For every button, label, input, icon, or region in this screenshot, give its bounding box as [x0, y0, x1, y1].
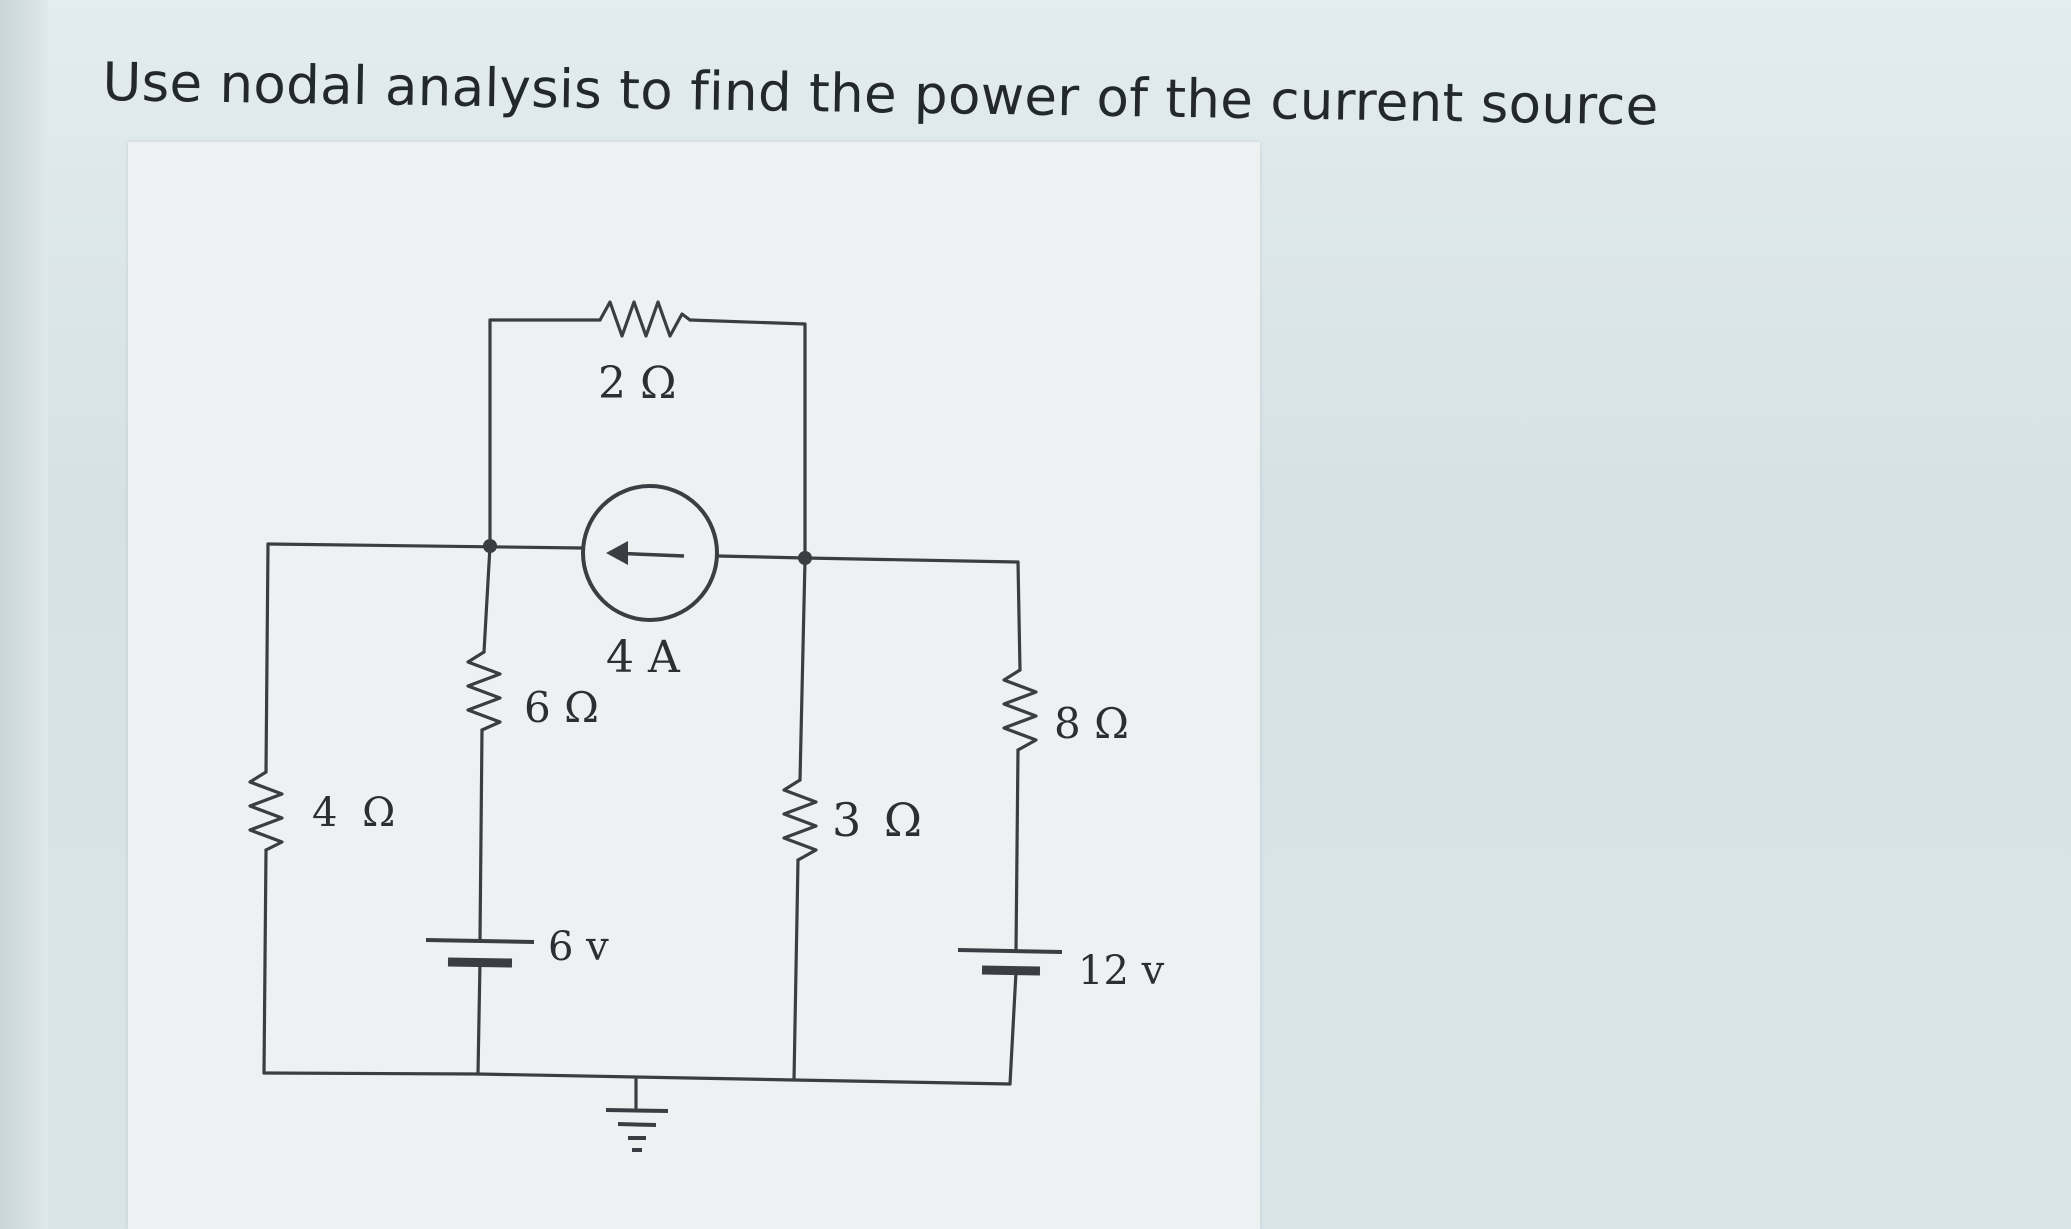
label-2-ohm: 2 Ω: [598, 358, 676, 409]
wire-8-bottom: [1008, 970, 1018, 1086]
label-4A: 4 A: [606, 632, 681, 683]
junction-dots: [483, 539, 812, 565]
wire-left-top: [264, 542, 270, 774]
label-6-ohm: 6 Ω: [524, 683, 599, 732]
wire-top-loop-right: [688, 318, 807, 562]
current-source-4A: [581, 484, 719, 622]
diagram-panel: [128, 142, 1260, 1229]
wire-8-mid: [1014, 748, 1020, 952]
wire-8-top: [1016, 560, 1022, 672]
wire-6-top: [482, 544, 492, 654]
junction-right: [798, 551, 812, 565]
label-3-ohm: 3 Ω: [832, 793, 926, 847]
battery-6v: [425, 938, 535, 968]
wire-left-bottom: [262, 848, 268, 1075]
resistor-8-ohm: [1002, 668, 1038, 752]
ground-icon: [605, 1108, 669, 1152]
screen-edge: [0, 0, 48, 1229]
wire-3-bottom: [792, 858, 800, 1082]
resistor-4-ohm: [248, 770, 284, 852]
resistor-3-ohm: [782, 778, 818, 862]
resistor-2-ohm: [598, 300, 692, 338]
junction-left: [483, 539, 497, 553]
wire-middle: [266, 542, 584, 550]
wire-6-bottom: [476, 960, 482, 1076]
wire-middle-right: [716, 554, 1020, 564]
resistor-6-ohm: [466, 650, 502, 732]
wire-3-top: [798, 558, 807, 782]
label-6v: 6 v: [548, 924, 609, 970]
wire-6-mid: [478, 728, 484, 942]
battery-12v: [957, 948, 1063, 976]
label-4-ohm: 4 Ω: [312, 790, 401, 836]
wire-top-loop: [488, 318, 602, 548]
label-12v: 12 v: [1078, 948, 1165, 994]
label-8-ohm: 8 Ω: [1054, 699, 1129, 748]
